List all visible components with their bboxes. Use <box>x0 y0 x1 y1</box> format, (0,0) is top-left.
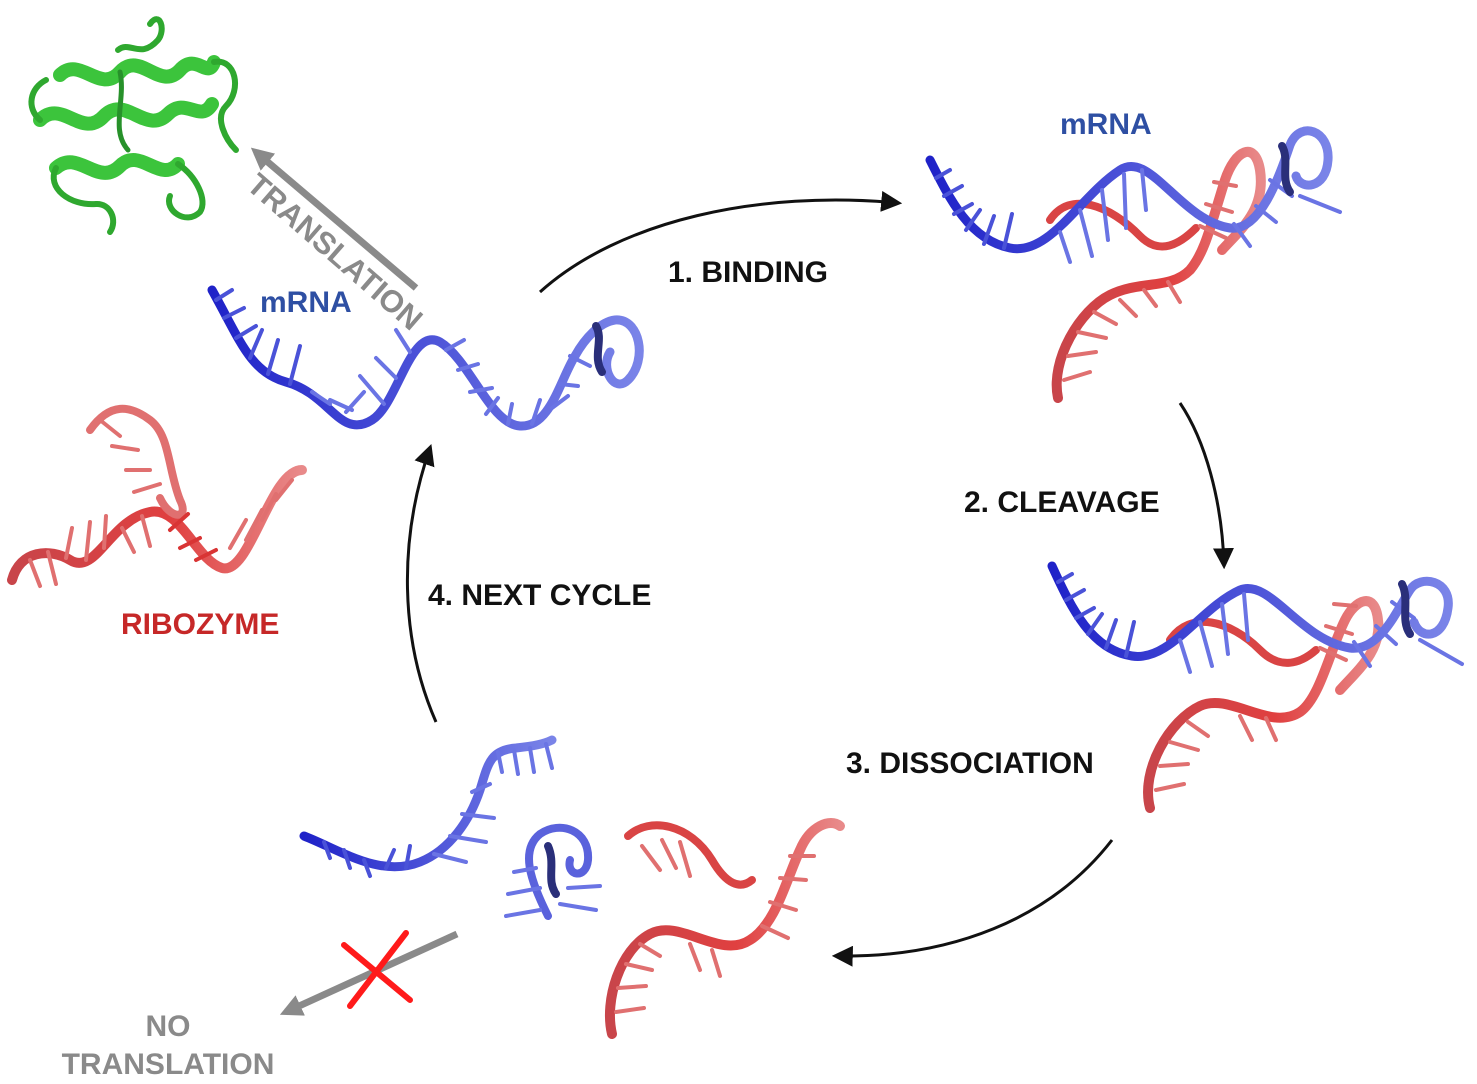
binding-arrow <box>538 190 903 294</box>
step-next-cycle-label: 4. NEXT CYCLE <box>428 579 652 612</box>
mrna-strand-icon <box>207 285 644 431</box>
cleaved-complex-icon <box>1047 561 1464 813</box>
protein-helix-icon <box>28 16 239 235</box>
mrna-left-label: mRNA <box>260 286 352 319</box>
mrna-fragments-icon <box>299 735 602 920</box>
mrna-top-right-label: mRNA <box>1060 108 1152 141</box>
next-cycle-arrow <box>405 444 438 723</box>
no-translation-arrow <box>279 930 459 1016</box>
cross-mark-icon <box>341 930 413 1009</box>
ribozyme-strand-icon <box>7 404 307 588</box>
step-dissociation-label: 3. DISSOCIATION <box>846 747 1094 780</box>
no-translation-line1: NO <box>145 1010 191 1043</box>
released-ribozyme-icon <box>604 818 845 1039</box>
cleavage-arrow <box>1178 402 1234 570</box>
no-translation-line2: TRANSLATION <box>61 1048 275 1081</box>
translation-arrow <box>250 147 419 291</box>
dissociation-arrow <box>831 839 1114 967</box>
bound-complex-icon <box>925 126 1342 403</box>
step-binding-label: 1. BINDING <box>668 256 829 289</box>
step-cleavage-label: 2. CLEAVAGE <box>964 486 1160 519</box>
ribozyme-label: RIBOZYME <box>121 608 280 641</box>
